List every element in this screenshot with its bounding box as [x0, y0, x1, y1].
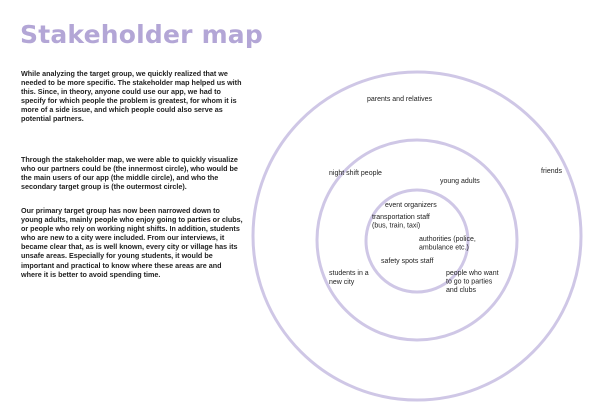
intro-paragraph: While analyzing the target group, we qui…	[21, 69, 242, 124]
label-event-organizers: event organizers	[385, 202, 437, 209]
label-students-in-a-new-city: students in a new city	[329, 270, 371, 286]
label-authorities: authorities (police, ambulance etc.)	[419, 236, 478, 252]
target-group-paragraph: Our primary target group has now been na…	[21, 206, 243, 279]
label-night-shift-people: night shift people	[329, 170, 382, 177]
label-transportation-staff: transportation staff (bus, train, taxi)	[372, 214, 432, 230]
outer-ring	[251, 70, 583, 402]
page-title: Stakeholder map	[20, 20, 263, 49]
label-party-and-club-goers: people who want to go to parties and clu…	[446, 270, 501, 294]
label-young-adults: young adults	[440, 178, 480, 185]
label-safety-spots-staff: safety spots staff	[381, 258, 433, 265]
visualization-paragraph: Through the stakeholder map, we were abl…	[21, 155, 238, 192]
inner-ring	[364, 188, 470, 294]
label-friends: friends	[541, 168, 563, 175]
label-parents-and-relatives: parents and relatives	[367, 96, 432, 103]
middle-ring	[315, 138, 519, 342]
